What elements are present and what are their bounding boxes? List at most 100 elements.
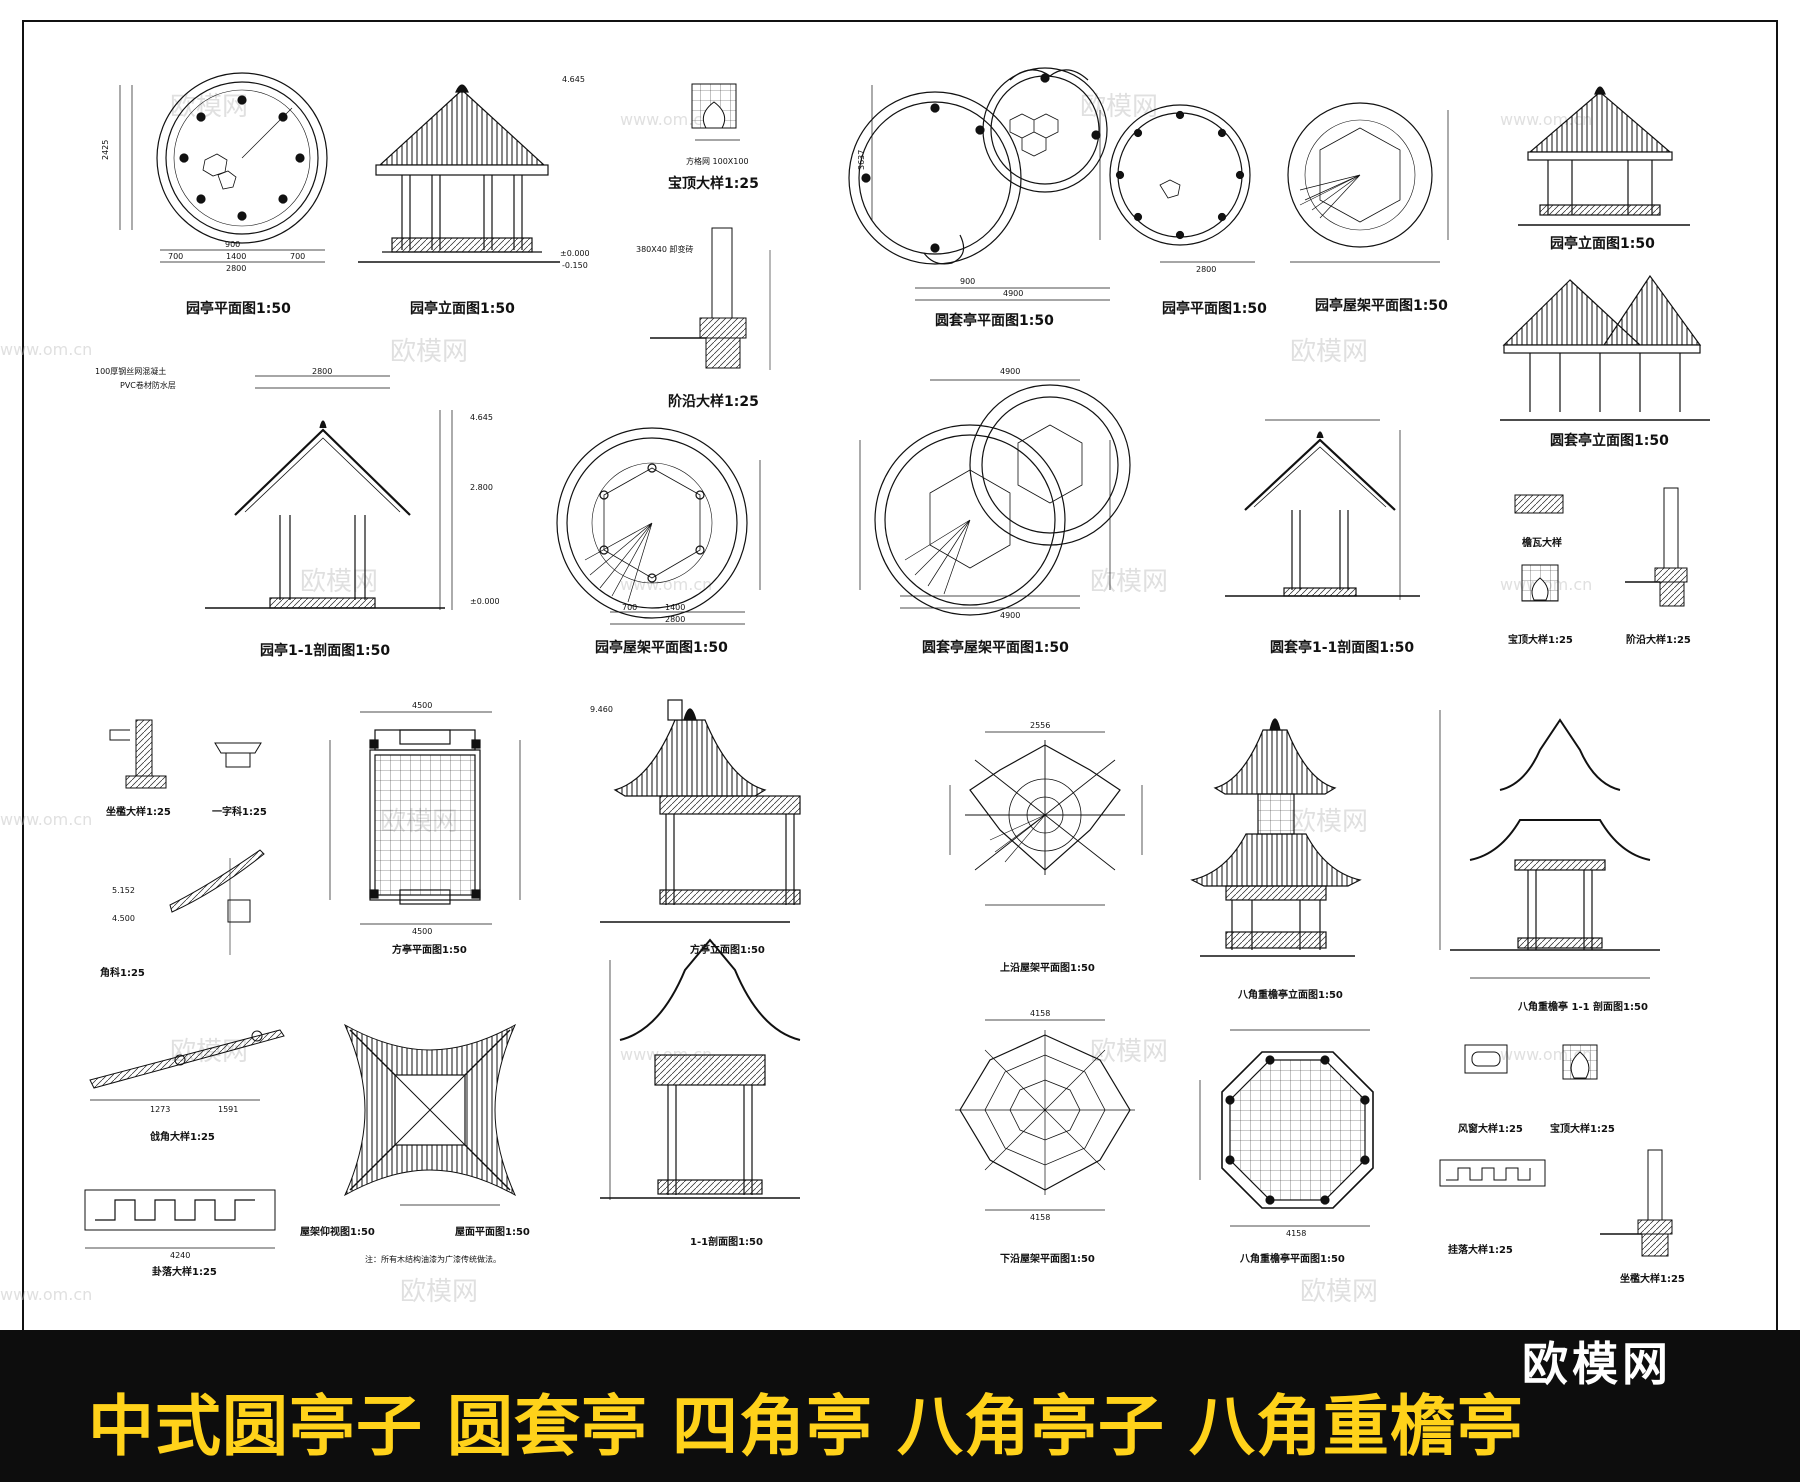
caption-double-elevation: 圆套亭立面图1:50 — [1550, 432, 1669, 449]
caption-hanging-2: 挂落大样1:25 — [1448, 1243, 1513, 1256]
double-pavilion-elevation — [1500, 274, 1710, 421]
caption-circle-roof-2: 园亭屋架平面图1:50 — [1315, 297, 1448, 314]
caption-step: 阶沿大样1:25 — [668, 393, 759, 410]
caption-circle-elevation-2: 园亭立面图1:50 — [1550, 235, 1655, 252]
caption-upper-roof: 上沿屋架平面图1:50 — [1000, 961, 1095, 974]
elev-9460: 9.460 — [590, 705, 613, 714]
dim-900: 900 — [960, 277, 975, 286]
roof-plan — [400, 1204, 500, 1206]
elev-4645: 4.645 — [470, 413, 493, 422]
dim-1400: 1400 — [226, 252, 246, 261]
caption-double-section: 圆套亭1-1剖面图1:50 — [1270, 639, 1414, 656]
step-detail — [650, 227, 771, 370]
watermark-url: www.om.cn — [0, 1285, 92, 1304]
watermark: 欧模网 — [1300, 1277, 1378, 1307]
double-pavilion-section — [1225, 419, 1420, 600]
dim-2800: 2800 — [665, 615, 685, 624]
watermark: 欧模网 — [1290, 337, 1368, 367]
circle-pavilion-elevation-2 — [1518, 86, 1690, 226]
caption-double-roof: 圆套亭屋架平面图1:50 — [922, 639, 1069, 656]
caption-finial-2: 宝顶大样1:25 — [1508, 633, 1573, 646]
finial-mesh-note: 方格网 100X100 — [686, 156, 749, 166]
circle-roof-frame — [556, 427, 761, 625]
dim-4240: 4240 — [170, 1251, 190, 1260]
watermark: 欧模网 — [400, 1277, 478, 1307]
dim-1591: 1591 — [218, 1105, 238, 1114]
caption-square-plan: 方亭平面图1:50 — [392, 943, 467, 956]
dim-900: 900 — [225, 240, 240, 249]
elev-0150: -0.150 — [562, 261, 588, 270]
watermark-url: www.om.cn — [620, 110, 712, 129]
caption-hanging: 卦落大样1:25 — [152, 1265, 217, 1278]
caption-lower-roof: 下沿屋架平面图1:50 — [1000, 1252, 1095, 1265]
watermark-url: www.om.cn — [620, 575, 712, 594]
octagonal-pavilion-elevation — [1190, 718, 1362, 957]
roof-bottom-view — [343, 1023, 517, 1197]
right-small-details — [1514, 487, 1688, 607]
double-pavilion-plan — [848, 67, 1110, 301]
dim-700: 700 — [290, 252, 305, 261]
dim-3637: 3637 — [857, 150, 866, 170]
elev-0000: ±0.000 — [560, 249, 590, 258]
watermark: 欧模网 — [390, 337, 468, 367]
drawing-sheet-border — [22, 20, 1778, 1334]
dim-4158: 4158 — [1286, 1229, 1306, 1238]
circle-roof-frame-2 — [1287, 102, 1449, 263]
octagonal-pavilion-plan — [1199, 1029, 1374, 1227]
dim-4158: 4158 — [1030, 1009, 1050, 1018]
caption-circle-plan: 园亭平面图1:50 — [186, 300, 291, 317]
dim-4900: 4900 — [1000, 367, 1020, 376]
caption-seat-2: 坐檻大样1:25 — [1620, 1272, 1685, 1285]
dim-4900: 4900 — [1000, 611, 1020, 620]
step-note: 380X40 卸变砖 — [636, 244, 693, 254]
caption-circle-roof: 园亭屋架平面图1:50 — [595, 639, 728, 656]
brand-logo: 欧模网 — [1522, 1328, 1672, 1394]
circle-pavilion-plan-2 — [1099, 104, 1255, 263]
dim-2800: 2800 — [312, 367, 332, 376]
lower-roof-frame — [955, 1019, 1135, 1211]
dim-4500: 4500 — [412, 701, 432, 710]
watermark: 欧模网 — [170, 92, 248, 122]
rafter-detail — [89, 1029, 285, 1101]
dim-700: 700 — [168, 252, 183, 261]
dim-4900: 4900 — [1003, 289, 1023, 298]
caption-square-section: 1-1剖面图1:50 — [690, 1235, 763, 1248]
caption-octagonal-plan: 八角重檐亭平面图1:50 — [1239, 1252, 1345, 1265]
watermark: 欧模网 — [1080, 92, 1158, 122]
caption-square-elevation: 方亭立面图1:50 — [690, 943, 765, 956]
dim-4500: 4500 — [412, 927, 432, 936]
dim-2556: 2556 — [1030, 721, 1050, 730]
caption-eave-detail: 檐瓦大样 — [1522, 536, 1562, 549]
title-banner: 欧模网 中式圆亭子 圆套亭 四角亭 八角亭子 八角重檐亭 — [0, 1330, 1800, 1482]
caption-seat: 坐檻大样1:25 — [106, 805, 171, 818]
caption-finial-3: 宝顶大样1:25 — [1550, 1122, 1615, 1135]
caption-octagonal-elevation: 八角重檐亭立面图1:50 — [1237, 988, 1343, 1001]
caption-corner: 角科1:25 — [100, 966, 145, 979]
dim-2800: 2800 — [1196, 265, 1216, 274]
dim-4158: 4158 — [1030, 1213, 1050, 1222]
upper-roof-frame — [949, 731, 1143, 906]
hanging-fret-detail — [84, 1189, 276, 1249]
cad-drawing-canvas: 欧模网 欧模网 欧模网 欧模网 欧模网 欧模网 欧模网 欧模网 欧模网 欧模网 … — [0, 67, 1710, 1307]
circle-pavilion-section — [205, 375, 453, 610]
elev-4645: 4.645 — [562, 75, 585, 84]
double-pavilion-roof-frame — [859, 379, 1131, 616]
caption-double-plan: 圆套亭平面图1:50 — [935, 312, 1054, 329]
note-square: 注：所有木结构油漆为广漆传统做法。 — [365, 1254, 501, 1264]
left-small-details — [109, 719, 265, 955]
dim-700: 700 — [622, 603, 637, 612]
square-pavilion-elevation — [600, 699, 801, 923]
caption-finial: 宝顶大样1:25 — [668, 175, 759, 192]
octagonal-pavilion-section — [1439, 710, 1660, 979]
bottom-right-details — [1439, 1044, 1673, 1257]
caption-octagonal-section: 八角重檐亭 1-1 剖面图1:50 — [1517, 1000, 1648, 1013]
banner-title: 中式圆亭子 圆套亭 四角亭 八角亭子 八角重檐亭 — [88, 1388, 1524, 1465]
dim-2800: 2800 — [226, 264, 246, 273]
caption-circle-elevation: 园亭立面图1:50 — [410, 300, 515, 317]
watermark-url: www.om.cn — [0, 340, 92, 359]
watermark: 欧模网 — [1290, 807, 1368, 837]
square-pavilion-plan — [329, 711, 521, 925]
caption-step-2: 阶沿大样1:25 — [1626, 633, 1691, 646]
caption-circle-section: 园亭1-1剖面图1:50 — [260, 642, 390, 659]
dim-2425: 2425 — [101, 140, 110, 160]
